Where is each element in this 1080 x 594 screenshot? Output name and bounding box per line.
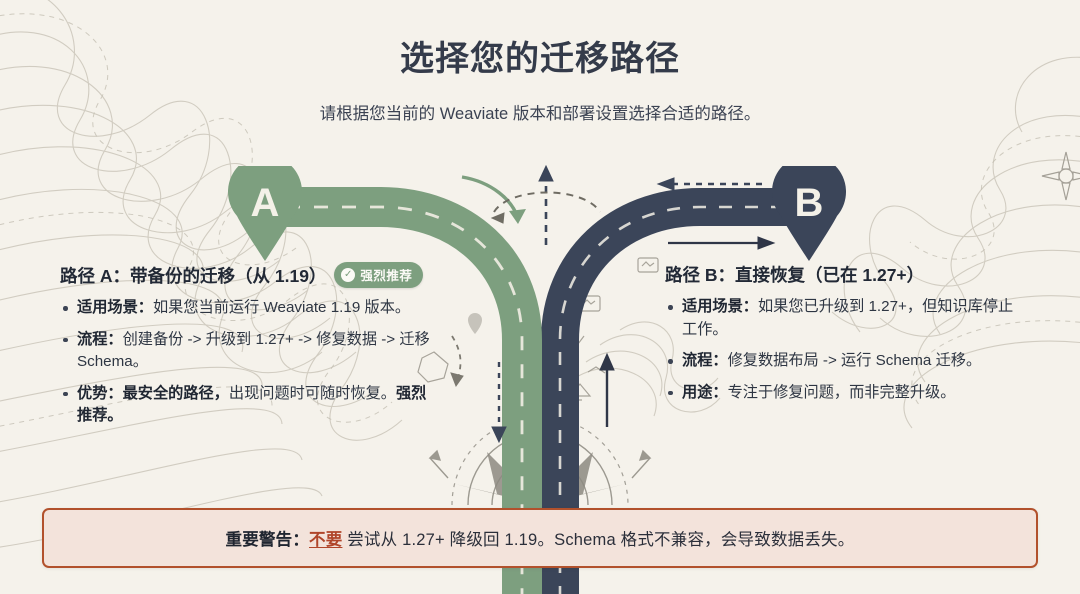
path-a-bullets: 适用场景：如果您当前运行 Weaviate 1.19 版本。 流程：创建备份 -… (60, 297, 440, 428)
bullet-label: 流程： (77, 330, 123, 348)
road-path-b (541, 188, 810, 594)
map-pin-a: A (228, 154, 302, 262)
list-item: 适用场景：如果您当前运行 Weaviate 1.19 版本。 (60, 297, 440, 320)
pin-a-shape (228, 154, 302, 261)
path-a-heading-text: 路径 A：带备份的迁移（从 1.19） (60, 265, 327, 286)
recommended-badge-label: 强烈推荐 (360, 269, 413, 283)
path-b-heading-text: 路径 B：直接恢复（已在 1.27+） (665, 265, 925, 285)
recommended-badge: ✓ 强烈推荐 (334, 262, 424, 288)
bullet-text: 专注于修复问题，而非完整升级。 (727, 383, 956, 401)
compass-star-decoration (1041, 151, 1080, 201)
bullet-text: 出现问题时可随时恢复。 (228, 384, 396, 402)
bullet-text-bold-lead: 最安全的路径， (122, 384, 229, 402)
dashed-down-arrow (491, 362, 507, 444)
list-item: 用途：专注于修复问题，而非完整升级。 (665, 382, 1025, 405)
pin-a-label: A (250, 181, 280, 225)
bullet-text: 创建备份 -> 升级到 1.27+ -> 修复数据 -> 迁移 Schema。 (77, 330, 430, 371)
dashed-up-arrow (538, 164, 554, 245)
bullet-text-bold-tail: 强烈推荐。 (77, 384, 427, 425)
list-item: 流程：创建备份 -> 升级到 1.27+ -> 修复数据 -> 迁移 Schem… (60, 329, 440, 374)
bullet-label: 适用场景： (77, 299, 153, 316)
page-title: 选择您的迁移路径 (400, 40, 680, 78)
path-a-block: 路径 A：带备份的迁移（从 1.19） ✓ 强烈推荐 适用场景：如果您当前运行 … (60, 262, 440, 437)
warning-lead: 重要警告： (225, 531, 310, 549)
path-b-block: 路径 B：直接恢复（已在 1.27+） 适用场景：如果您已升级到 1.27+，但… (665, 262, 1025, 413)
bullet-label: 适用场景： (682, 298, 758, 315)
green-curve-arrow (461, 175, 526, 224)
list-item: 流程：修复数据布局 -> 运行 Schema 迁移。 (665, 350, 1025, 373)
dashed-left-arrow (656, 177, 762, 191)
path-b-heading: 路径 B：直接恢复（已在 1.27+） (665, 262, 1025, 287)
warning-banner: 重要警告：不要 尝试从 1.27+ 降级回 1.19。Schema 格式不兼容，… (42, 508, 1038, 568)
warning-emphasis: 不要 (309, 531, 343, 549)
solid-up-arrow (599, 352, 615, 427)
bullet-text: 如果您当前运行 Weaviate 1.19 版本。 (152, 299, 411, 316)
dashed-arc (490, 191, 601, 224)
warning-text: 重要警告：不要 尝试从 1.27+ 降级回 1.19。Schema 格式不兼容，… (226, 526, 855, 550)
bullet-text: 修复数据布局 -> 运行 Schema 迁移。 (727, 352, 982, 369)
dashed-right-arrow-left (450, 335, 464, 388)
list-item: 适用场景：如果您已升级到 1.27+，但知识库停止工作。 (665, 296, 1025, 341)
bullet-label: 优势： (77, 384, 123, 402)
bullet-label: 用途： (682, 383, 728, 401)
map-pin-b: B (772, 154, 846, 262)
pin-b-label: B (794, 181, 824, 225)
check-circle-icon: ✓ (341, 267, 356, 282)
bullet-label: 流程： (682, 352, 728, 369)
path-b-bullets: 适用场景：如果您已升级到 1.27+，但知识库停止工作。 流程：修复数据布局 -… (665, 296, 1025, 404)
bullet-text: 如果您已升级到 1.27+，但知识库停止工作。 (682, 298, 1014, 338)
road-path-a (258, 187, 542, 594)
pin-b-shape (772, 154, 846, 261)
list-item: 优势：最安全的路径，出现问题时可随时恢复。强烈推荐。 (60, 383, 440, 428)
page-subtitle: 请根据您当前的 Weaviate 版本和部署设置选择合适的路径。 (319, 105, 761, 123)
warning-body: 尝试从 1.27+ 降级回 1.19。Schema 格式不兼容，会导致数据丢失。 (342, 531, 855, 549)
path-a-heading: 路径 A：带备份的迁移（从 1.19） ✓ 强烈推荐 (60, 262, 440, 288)
solid-right-arrow (668, 236, 776, 250)
